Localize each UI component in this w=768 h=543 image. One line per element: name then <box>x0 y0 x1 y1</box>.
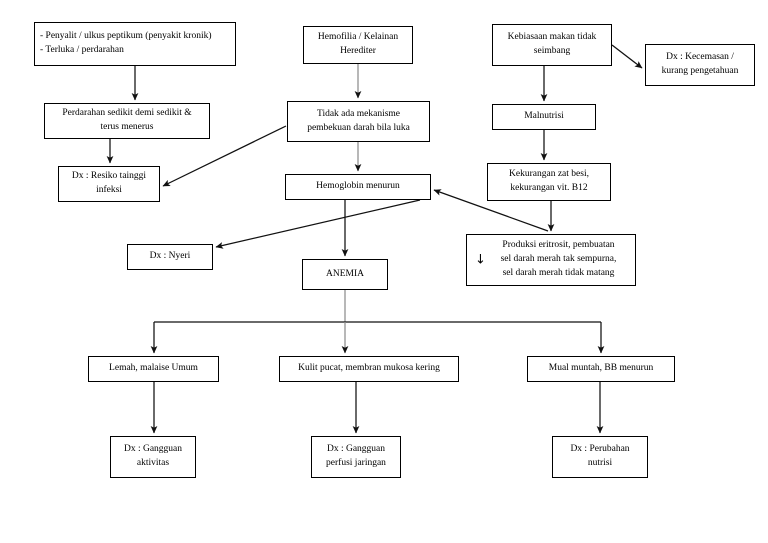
node-line: Dx : Resiko tainggi <box>71 171 147 182</box>
node-line: perfusi jaringan <box>326 458 386 468</box>
node-kulit-pucat[interactable]: Kulit pucat, membran mukosa kering <box>279 356 459 382</box>
node-line: terus menerus <box>100 122 154 132</box>
node-line: kurang pengetahuan <box>661 66 739 76</box>
node-line: Kebiasaan makan tidak <box>507 32 597 43</box>
node-line: Kekurangan zat besi, <box>509 169 589 180</box>
node-kekurangan-zat-besi[interactable]: Kekurangan zat besi, kekurangan vit. B12 <box>487 163 611 201</box>
node-malnutrisi[interactable]: Malnutrisi <box>492 104 596 130</box>
node-anemia[interactable]: ANEMIA <box>302 259 388 290</box>
node-line: - Terluka / perdarahan <box>40 45 124 55</box>
node-dx-gangguan-perfusi[interactable]: Dx : Gangguan perfusi jaringan <box>311 436 401 478</box>
node-line: sel darah merah tidak matang <box>502 267 615 278</box>
node-produksi-eritrosit[interactable]: ↓ Produksi eritrosit, pembuatan sel dara… <box>466 234 636 286</box>
node-penyakit-kronik[interactable]: - Penyalit / ulkus peptikum (penyakit kr… <box>34 22 236 66</box>
node-dx-resiko-infeksi[interactable]: Dx : Resiko tainggi infeksi <box>58 166 160 202</box>
node-line: Mual muntah, BB menurun <box>548 363 654 374</box>
node-dx-gangguan-aktivitas[interactable]: Dx : Gangguan aktivitas <box>110 436 196 478</box>
down-arrow-icon: ↓ <box>475 252 486 268</box>
node-line: Perdarahan sedikit demi sedikit & <box>62 108 192 119</box>
node-dx-perubahan-nutrisi[interactable]: Dx : Perubahan nutrisi <box>552 436 648 478</box>
edge-hemoglobin-to-dxnyeri <box>215 199 421 249</box>
node-line: Dx : Gangguan <box>326 444 386 455</box>
node-line: - Penyalit / ulkus peptikum (penyakit kr… <box>40 31 212 42</box>
node-hemoglobin-menurun[interactable]: Hemoglobin menurun <box>285 174 431 200</box>
node-line: infeksi <box>96 185 122 195</box>
node-line: Hemoglobin menurun <box>316 181 400 192</box>
node-line: Tidak ada mekanisme <box>316 108 401 119</box>
node-line: Hemofilia / Kelainan <box>317 32 399 43</box>
node-lemah-malaise[interactable]: Lemah, malaise Umum <box>88 356 219 382</box>
node-line: Dx : Perubahan <box>570 444 630 455</box>
node-line: Dx : Nyeri <box>149 251 191 262</box>
node-kebiasaan-makan[interactable]: Kebiasaan makan tidak seimbang <box>492 24 612 66</box>
node-line: Herediter <box>340 46 376 56</box>
node-dx-kecemasan[interactable]: Dx : Kecemasan / kurang pengetahuan <box>645 44 755 86</box>
node-dx-nyeri[interactable]: Dx : Nyeri <box>127 244 213 270</box>
node-line: aktivitas <box>136 458 170 468</box>
node-line: kekurangan vit. B12 <box>510 183 588 193</box>
node-line: Dx : Gangguan <box>123 444 183 455</box>
node-line: pembekuan darah bila luka <box>307 122 410 133</box>
node-line: seimbang <box>533 46 571 56</box>
node-line: Malnutrisi <box>524 111 564 122</box>
node-hemofilia[interactable]: Hemofilia / Kelainan Herediter <box>303 26 413 64</box>
node-line: Dx : Kecemasan / <box>666 52 734 63</box>
node-line: sel darah merah tak sempurna, <box>500 254 617 265</box>
edge-kebiasaan-to-dxkecemasan <box>611 44 643 69</box>
node-line: Lemah, malaise Umum <box>109 363 198 374</box>
node-tidak-ada-mekanisme[interactable]: Tidak ada mekanisme pembekuan darah bila… <box>287 101 430 142</box>
node-perdarahan-sedikit[interactable]: Perdarahan sedikit demi sedikit & terus … <box>44 103 210 139</box>
node-line: nutrisi <box>587 458 613 468</box>
node-line: ANEMIA <box>326 268 364 279</box>
node-line: Produksi eritrosit, pembuatan <box>502 240 615 251</box>
node-mual-muntah[interactable]: Mual muntah, BB menurun <box>527 356 675 382</box>
node-line: Kulit pucat, membran mukosa kering <box>298 363 440 374</box>
